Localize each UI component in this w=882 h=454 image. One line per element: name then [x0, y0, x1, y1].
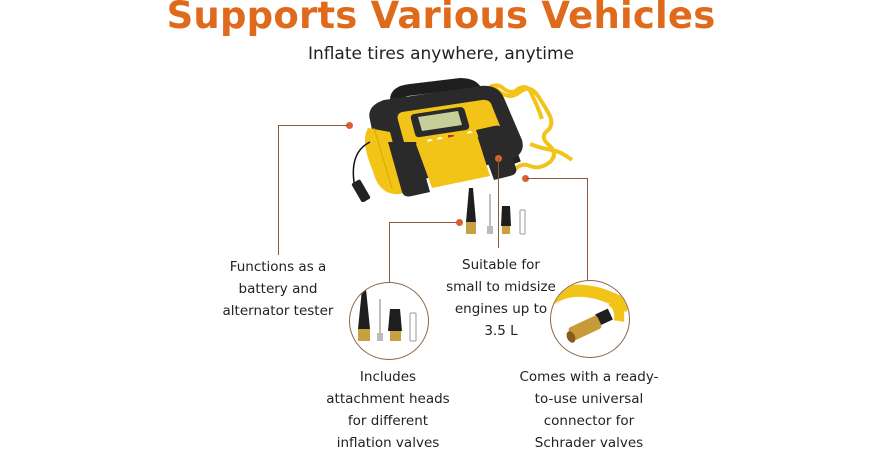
attachment-heads-circle-image [349, 282, 429, 360]
callout-line-heads-h [389, 222, 457, 223]
tire-inflator-image [351, 78, 574, 202]
callout-dot-heads [456, 219, 463, 226]
callout-line-tester-v [278, 125, 279, 255]
schrader-connector-circle-image [550, 280, 630, 358]
callout-dot-connector [522, 175, 529, 182]
attachment-heads-image [466, 188, 526, 235]
callout-line-connector-v [587, 178, 588, 280]
callout-dot-tester [346, 122, 353, 129]
callout-line-tester-h [278, 125, 348, 126]
page-subtitle: Inflate tires anywhere, anytime [307, 44, 575, 64]
page-title: Supports Various Vehicles [166, 0, 716, 37]
callout-line-engines-v [498, 158, 499, 248]
callout-line-connector-h [526, 178, 588, 179]
callout-line-heads-v [389, 222, 390, 282]
caption-tester: Functions as a battery and alternator te… [222, 259, 334, 319]
caption-engines: Suitable for small to midsize engines up… [446, 257, 556, 339]
